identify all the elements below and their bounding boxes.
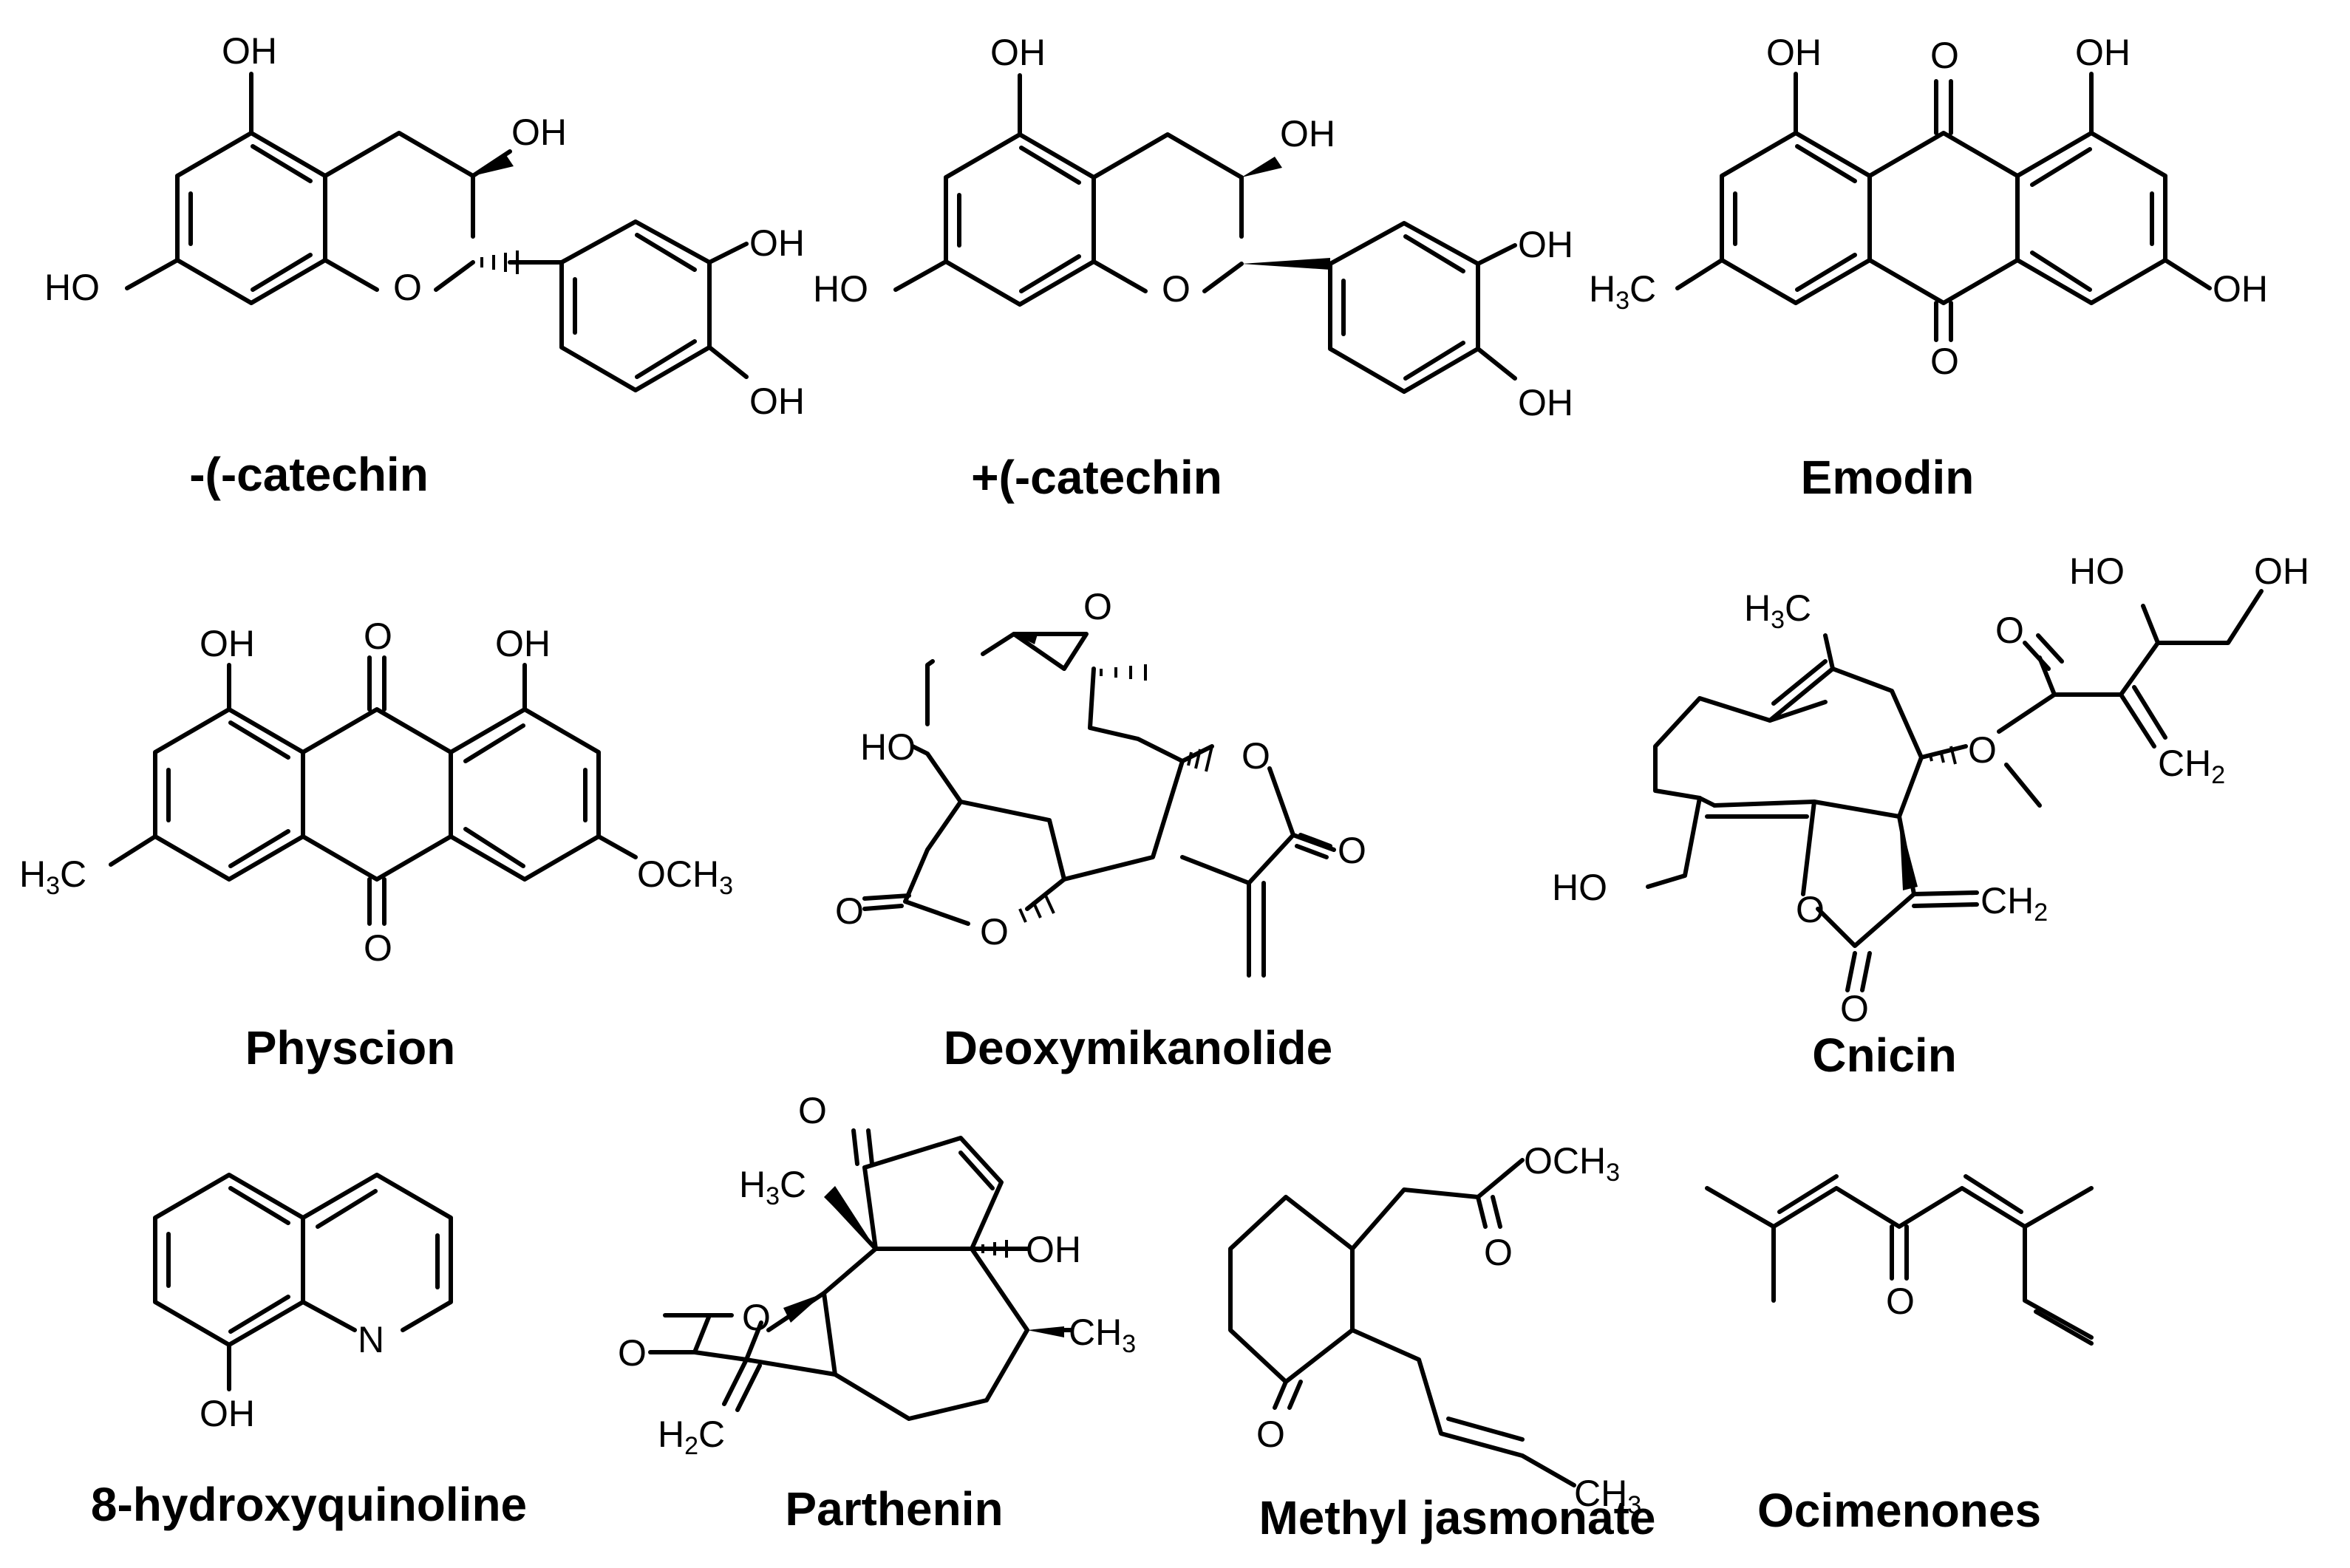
atom-label: O <box>798 1090 827 1131</box>
structure-methyl-jasmonate: OCH3 O O CH3 Methyl jasmonate <box>1228 1140 1656 1544</box>
structure-physcion: OH O OH H3C OCH3 O Physcion <box>19 616 733 1074</box>
atom-label: CH2 <box>1981 880 2048 927</box>
structure-emodin: OH O OH H3C OH O Emodin <box>1589 32 2268 504</box>
atom-label: O <box>1796 889 1825 930</box>
structure-ocimenones: O Ocimenones <box>1705 1174 2094 1537</box>
compound-name: Ocimenones <box>1757 1484 2041 1537</box>
structure-neg-catechin: OH OH HO O OH OH -(-catechin <box>44 30 805 501</box>
compound-name: Deoxymikanolide <box>944 1021 1332 1074</box>
atom-label: H3C <box>19 853 86 900</box>
compound-name: Parthenin <box>785 1482 1003 1535</box>
atom-label: O <box>1930 341 1959 382</box>
atom-label: OH <box>1026 1229 1081 1270</box>
atom-label: OH <box>222 30 277 72</box>
atom-label: OH <box>990 32 1046 73</box>
atom-label: O <box>1256 1414 1285 1455</box>
atom-label: CH2 <box>2158 743 2225 789</box>
compound-name: Emodin <box>1801 451 1975 504</box>
atom-label: OCH3 <box>1524 1140 1620 1187</box>
atom-label: OH <box>200 1393 255 1434</box>
atom-label: O <box>1840 988 1869 1029</box>
atom-label: HO <box>2069 550 2125 592</box>
atom-label: H3C <box>1589 268 1656 315</box>
atom-label: OH <box>749 222 805 264</box>
atom-label: O <box>980 911 1009 952</box>
atom-label: O <box>393 267 422 308</box>
atom-label: O <box>1242 735 1270 777</box>
structure-deoxymikanolide: O HO O O O O Deoxymikanolide <box>835 586 1366 1074</box>
atom-label: O <box>364 616 392 657</box>
atom-label: H2C <box>658 1414 725 1460</box>
atom-label: O <box>835 890 864 932</box>
atom-label: O <box>1995 610 2024 651</box>
atom-label: OH <box>1518 224 1573 265</box>
structure-8-hydroxyquinoline: N OH 8-hydroxyquinoline <box>91 1173 527 1531</box>
structure-parthenin: O H3C OH O O CH3 H2C Parthenin <box>618 1090 1136 1535</box>
atom-label: H3C <box>1744 587 1811 634</box>
atom-label: O <box>1930 35 1959 76</box>
atom-label: O <box>618 1332 647 1374</box>
atom-label: OH <box>749 381 805 422</box>
atom-label: H3C <box>739 1164 806 1210</box>
atom-label: OH <box>2075 32 2131 73</box>
atom-label: O <box>742 1297 771 1338</box>
atom-label: OCH3 <box>637 853 733 900</box>
atom-label: O <box>1886 1281 1915 1322</box>
atom-label: O <box>364 927 392 969</box>
compound-name: Methyl jasmonate <box>1259 1491 1655 1544</box>
atom-label: CH3 <box>1069 1312 1136 1358</box>
atom-label: OH <box>2213 268 2268 310</box>
atom-label: CH3 <box>1574 1473 1641 1519</box>
atom-label: OH <box>1766 32 1822 73</box>
atom-label: O <box>1162 268 1191 310</box>
atom-label: OH <box>1280 113 1335 154</box>
atom-label: HO <box>813 268 868 310</box>
structure-pos-catechin: OH OH HO O OH OH +(-catechin <box>813 32 1573 504</box>
atom-label: HO <box>1552 867 1607 908</box>
compound-name: Physcion <box>245 1021 456 1074</box>
atom-label: OH <box>2254 550 2309 592</box>
atom-label: HO <box>44 267 100 308</box>
atom-label: O <box>1083 586 1112 627</box>
atom-label: O <box>1484 1232 1513 1273</box>
atom-label: HO <box>860 726 916 768</box>
compound-name: +(-catechin <box>971 451 1222 504</box>
atom-label: O <box>1968 729 1997 771</box>
compound-name: -(-catechin <box>189 448 429 501</box>
structure-cnicin: H3C HO OH O O CH2 HO O CH2 O Cnicin <box>1552 550 2309 1082</box>
atom-label: OH <box>200 623 255 664</box>
atom-label: O <box>1338 830 1366 871</box>
atom-label: OH <box>1518 382 1573 423</box>
atom-label: N <box>358 1319 384 1360</box>
compound-name: 8-hydroxyquinoline <box>91 1478 527 1531</box>
atom-label: OH <box>511 112 567 153</box>
compound-name: Cnicin <box>1812 1029 1957 1082</box>
atom-label: OH <box>495 623 551 664</box>
